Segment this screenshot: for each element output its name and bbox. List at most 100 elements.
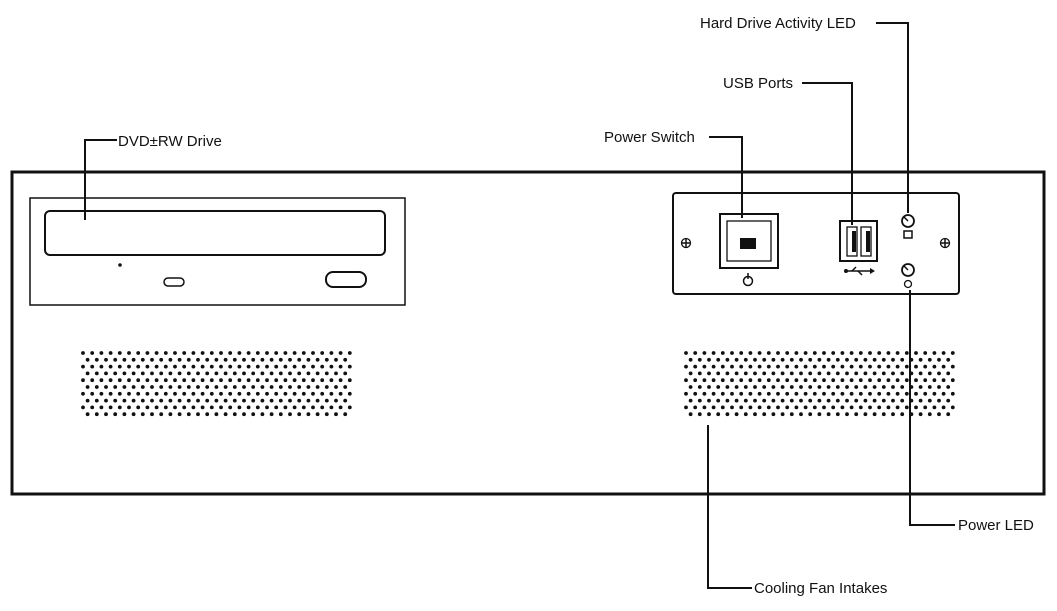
- grille-hole: [265, 391, 269, 396]
- grille-hole: [950, 405, 955, 410]
- grille-hole: [306, 357, 311, 362]
- grille-hole: [145, 405, 150, 410]
- grille-hole: [780, 412, 785, 417]
- grille-hole: [311, 351, 315, 355]
- grille-hole: [743, 398, 748, 403]
- leader-hdd: [876, 22, 909, 213]
- grille-hole: [854, 357, 859, 362]
- grille-hole: [826, 385, 831, 389]
- grille-hole: [242, 371, 246, 376]
- grille-hole: [776, 351, 780, 355]
- grille-hole: [927, 357, 932, 362]
- grille-hole: [292, 391, 297, 396]
- grille-hole: [702, 405, 707, 410]
- grille-hole: [785, 405, 790, 410]
- grille-hole: [762, 398, 767, 403]
- grille-hole: [81, 378, 85, 383]
- dvd-drive: [29, 197, 406, 306]
- grille-hole: [725, 357, 730, 362]
- grille-hole: [320, 378, 325, 383]
- grille-hole: [283, 405, 288, 410]
- grille-hole: [743, 412, 748, 417]
- grille-hole: [780, 398, 785, 403]
- grille-hole: [154, 351, 159, 355]
- grille-hole: [306, 385, 311, 389]
- grille-hole: [941, 351, 946, 355]
- io-panel: [672, 192, 960, 295]
- grille-hole: [343, 357, 348, 362]
- grille-hole: [904, 351, 909, 355]
- grille-hole: [849, 391, 854, 396]
- grille-hole: [154, 364, 159, 369]
- grille-hole: [688, 385, 693, 389]
- grille-hole: [265, 364, 269, 369]
- grille-hole: [163, 364, 168, 369]
- grille-hole: [927, 412, 932, 417]
- grille-hole: [845, 412, 849, 417]
- grille-hole: [923, 405, 928, 410]
- grille-hole: [131, 371, 136, 376]
- grille-hole: [246, 405, 251, 410]
- grille-hole: [914, 405, 918, 410]
- grille-hole: [845, 385, 849, 389]
- grille-hole: [886, 351, 891, 355]
- grille-hole: [182, 378, 187, 383]
- grille-hole: [255, 351, 260, 355]
- grille-hole: [725, 371, 730, 376]
- grille-hole: [739, 391, 744, 396]
- grille-hole: [881, 371, 886, 376]
- grille-hole: [927, 398, 932, 403]
- grille-hole: [688, 371, 693, 376]
- grille-hole: [168, 357, 173, 362]
- grille-hole: [808, 398, 813, 403]
- grille-hole: [918, 412, 923, 417]
- grille-hole: [265, 378, 269, 383]
- grille-hole: [329, 351, 334, 355]
- grille-hole: [283, 364, 288, 369]
- grille-hole: [739, 405, 744, 410]
- grille-hole: [311, 391, 315, 396]
- grille-hole: [812, 405, 817, 410]
- grille-hole: [941, 378, 946, 383]
- grille-hole: [232, 385, 237, 389]
- grille-hole: [753, 357, 757, 362]
- grille-hole: [858, 405, 863, 410]
- grille-hole: [150, 412, 154, 417]
- grille-hole: [131, 357, 136, 362]
- grille-hole: [90, 351, 95, 355]
- grille-hole: [81, 364, 85, 369]
- grille-hole: [301, 391, 306, 396]
- grille-hole: [886, 391, 891, 396]
- grille-hole: [145, 391, 150, 396]
- grille-hole: [108, 364, 113, 369]
- grille-hole: [835, 398, 840, 403]
- grille-hole: [186, 412, 191, 417]
- grille-hole: [145, 351, 150, 355]
- grille-hole: [946, 398, 951, 403]
- grille-hole: [329, 391, 334, 396]
- grille-hole: [306, 412, 311, 417]
- grille-hole: [895, 405, 900, 410]
- grille-hole: [104, 412, 108, 417]
- grille-hole: [196, 398, 200, 403]
- grille-hole: [941, 391, 946, 396]
- grille-hole: [191, 391, 196, 396]
- grille-hole: [900, 357, 905, 362]
- grille-hole: [324, 385, 329, 389]
- grille-hole: [140, 357, 145, 362]
- grille-hole: [246, 378, 251, 383]
- grille-hole: [320, 364, 325, 369]
- grille-hole: [946, 371, 951, 376]
- grille-hole: [324, 371, 329, 376]
- grille-hole: [872, 398, 877, 403]
- grille-hole: [196, 412, 200, 417]
- grille-hole: [785, 364, 790, 369]
- grille-hole: [684, 405, 688, 410]
- grille-hole: [320, 351, 325, 355]
- grille-hole: [748, 405, 753, 410]
- label-cooling-fan: Cooling Fan Intakes: [754, 580, 887, 597]
- grille-hole: [789, 385, 794, 389]
- grille-hole: [757, 364, 762, 369]
- grille-hole: [255, 405, 260, 410]
- grille-hole: [817, 385, 822, 389]
